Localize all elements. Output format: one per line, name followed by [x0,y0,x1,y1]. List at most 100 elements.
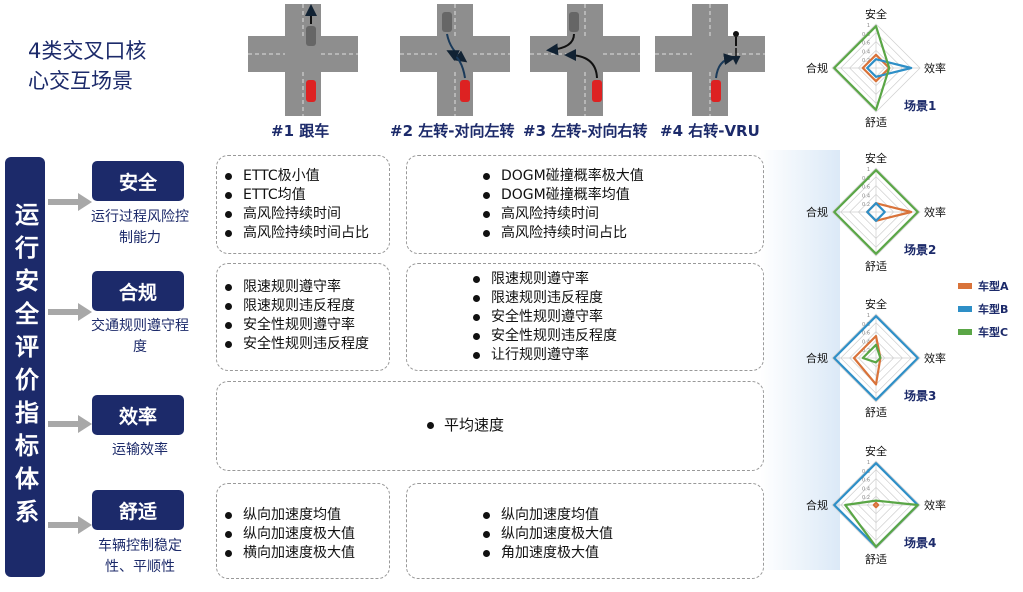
radar-series-车型A [861,53,891,83]
intersection-4-image [654,3,766,117]
category-compliance: 合规 [92,271,184,311]
radar-tick-label: 1 [867,313,870,319]
category-efficiency: 效率 [92,395,184,435]
category-safety: 安全 [92,161,184,201]
metric-item: DOGM碰撞概率极大值 [481,167,763,186]
radar-axis-label: 合规 [806,205,828,219]
arrow-icon [48,193,92,211]
radar-tick-label: 0.4 [862,486,870,492]
radar-series-车型C [844,499,919,548]
metric-item: 限速规则违反程度 [223,297,389,316]
radar-series-车型C [833,25,891,111]
comfort-metrics-box-2: 纵向加速度均值 纵向加速度极大值 角加速度极大值 [406,483,764,579]
system-label-bar: 运行安全评价指标体系 [5,157,45,577]
metric-item: 高风险持续时间 [223,205,389,224]
metric-item: 安全性规则遵守率 [223,316,389,335]
radar-series-车型B [833,315,919,401]
compliance-metrics-box-1: 限速规则遵守率 限速规则违反程度 安全性规则遵守率 安全性规则违反程度 [216,263,390,371]
metric-item: 限速规则遵守率 [223,278,389,297]
radar-axis-label: 安全 [865,151,887,165]
radar-axis-label: 效率 [924,61,946,75]
diagram-title: 4类交叉口核 心交互场景 [28,36,146,96]
metric-item: 平均速度 [427,414,504,435]
radar-tick-label: 0.2 [862,202,870,208]
legend-item-b: 车型B [958,301,1008,317]
radar-tick-label: 0.6 [862,185,870,191]
legend-item-a: 车型A [958,278,1009,294]
metric-item: 安全性规则违反程度 [223,335,389,354]
category-efficiency-desc: 运输效率 [112,442,168,458]
radar-axis-label: 安全 [865,444,887,458]
radar-axis-label: 效率 [924,498,946,512]
metric-item: 纵向加速度均值 [481,506,763,525]
metric-item: 纵向加速度极大值 [481,525,763,544]
scenario-label-4: #4 右转-VRU [660,122,760,140]
radar-tick-label: 0.4 [862,339,870,345]
radar-axis-label: 舒适 [865,405,887,419]
radar-tick-label: 0.6 [862,41,870,47]
metric-item: 高风险持续时间 [481,205,763,224]
radar-tick-label: 0.6 [862,331,870,337]
metric-item: 纵向加速度均值 [223,506,389,525]
radar-tick-label: 0.2 [862,495,870,501]
radar-axis-label: 舒适 [865,259,887,273]
legend-label-c: 车型C [978,326,1009,339]
title-line-2: 心交互场景 [28,69,133,93]
metric-item: ETTC均值 [223,186,389,205]
category-safety-desc: 运行过程风险控制能力 [91,209,189,246]
metric-item: 安全性规则违反程度 [471,327,763,346]
radar-axis-label: 合规 [806,351,828,365]
legend-swatch-a [958,283,972,289]
arrow-icon [48,415,92,433]
metric-item: 高风险持续时间占比 [481,224,763,243]
metric-item: 限速规则违反程度 [471,289,763,308]
category-compliance-desc: 交通规则遵守程度 [91,318,189,355]
radar-tick-label: 0.4 [862,193,870,199]
metric-item: 限速规则遵守率 [471,270,763,289]
scenario-label-2: #2 左转-对向左转 [390,122,515,140]
radar-tick-label: 1 [867,460,870,466]
arrow-icon [48,303,92,321]
radar-scenario-tag: 场景2 [904,243,936,257]
metric-item: 角加速度极大值 [481,544,763,563]
arrow-icon [48,516,92,534]
radar-scenario-tag: 场景4 [904,536,936,550]
radar-axis-label: 舒适 [865,115,887,129]
intersection-3-image [529,3,641,117]
radar-tick-label: 0.2 [862,348,870,354]
radar-scenario-tag: 场景3 [904,389,936,403]
category-comfort: 舒适 [92,490,184,530]
metric-item: DOGM碰撞概率均值 [481,186,763,205]
radar-axis-label: 合规 [806,498,828,512]
radar-axis-label: 效率 [924,351,946,365]
radar-tick-label: 0.6 [862,478,870,484]
legend-swatch-b [958,306,972,312]
metric-item: 让行规则遵守率 [471,346,763,365]
compliance-metrics-box-2: 限速规则遵守率 限速规则违反程度 安全性规则遵守率 安全性规则违反程度 让行规则… [406,263,764,371]
metric-item: ETTC极小值 [223,167,389,186]
radar-axis-label: 合规 [806,61,828,75]
title-line-1: 4类交叉口核 [28,39,147,63]
system-label: 运行安全评价指标体系 [10,202,39,532]
radar-axis-label: 舒适 [865,552,887,566]
scenario-label-1: #1 跟车 [271,122,330,140]
metric-item: 纵向加速度极大值 [223,525,389,544]
metric-item: 安全性规则遵守率 [471,308,763,327]
radar-axis-label: 安全 [865,297,887,311]
radar-tick-label: 0.4 [862,49,870,55]
radar-series-车型B [866,202,886,222]
radar-series-车型B [866,58,913,78]
radar-tick-label: 1 [867,167,870,173]
legend-item-c: 车型C [958,324,1008,340]
radar-tick-label: 0.2 [862,58,870,64]
radar-charts: 0.20.40.60.81安全效率舒适合规场景10.20.40.60.81安全效… [806,7,946,566]
safety-metrics-box-1: ETTC极小值 ETTC均值 高风险持续时间 高风险持续时间占比 [216,155,390,254]
safety-metrics-box-2: DOGM碰撞概率极大值 DOGM碰撞概率均值 高风险持续时间 高风险持续时间占比 [406,155,764,254]
transition-glow [760,150,840,570]
radar-series-车型C [861,343,882,364]
metric-item: 高风险持续时间占比 [223,224,389,243]
